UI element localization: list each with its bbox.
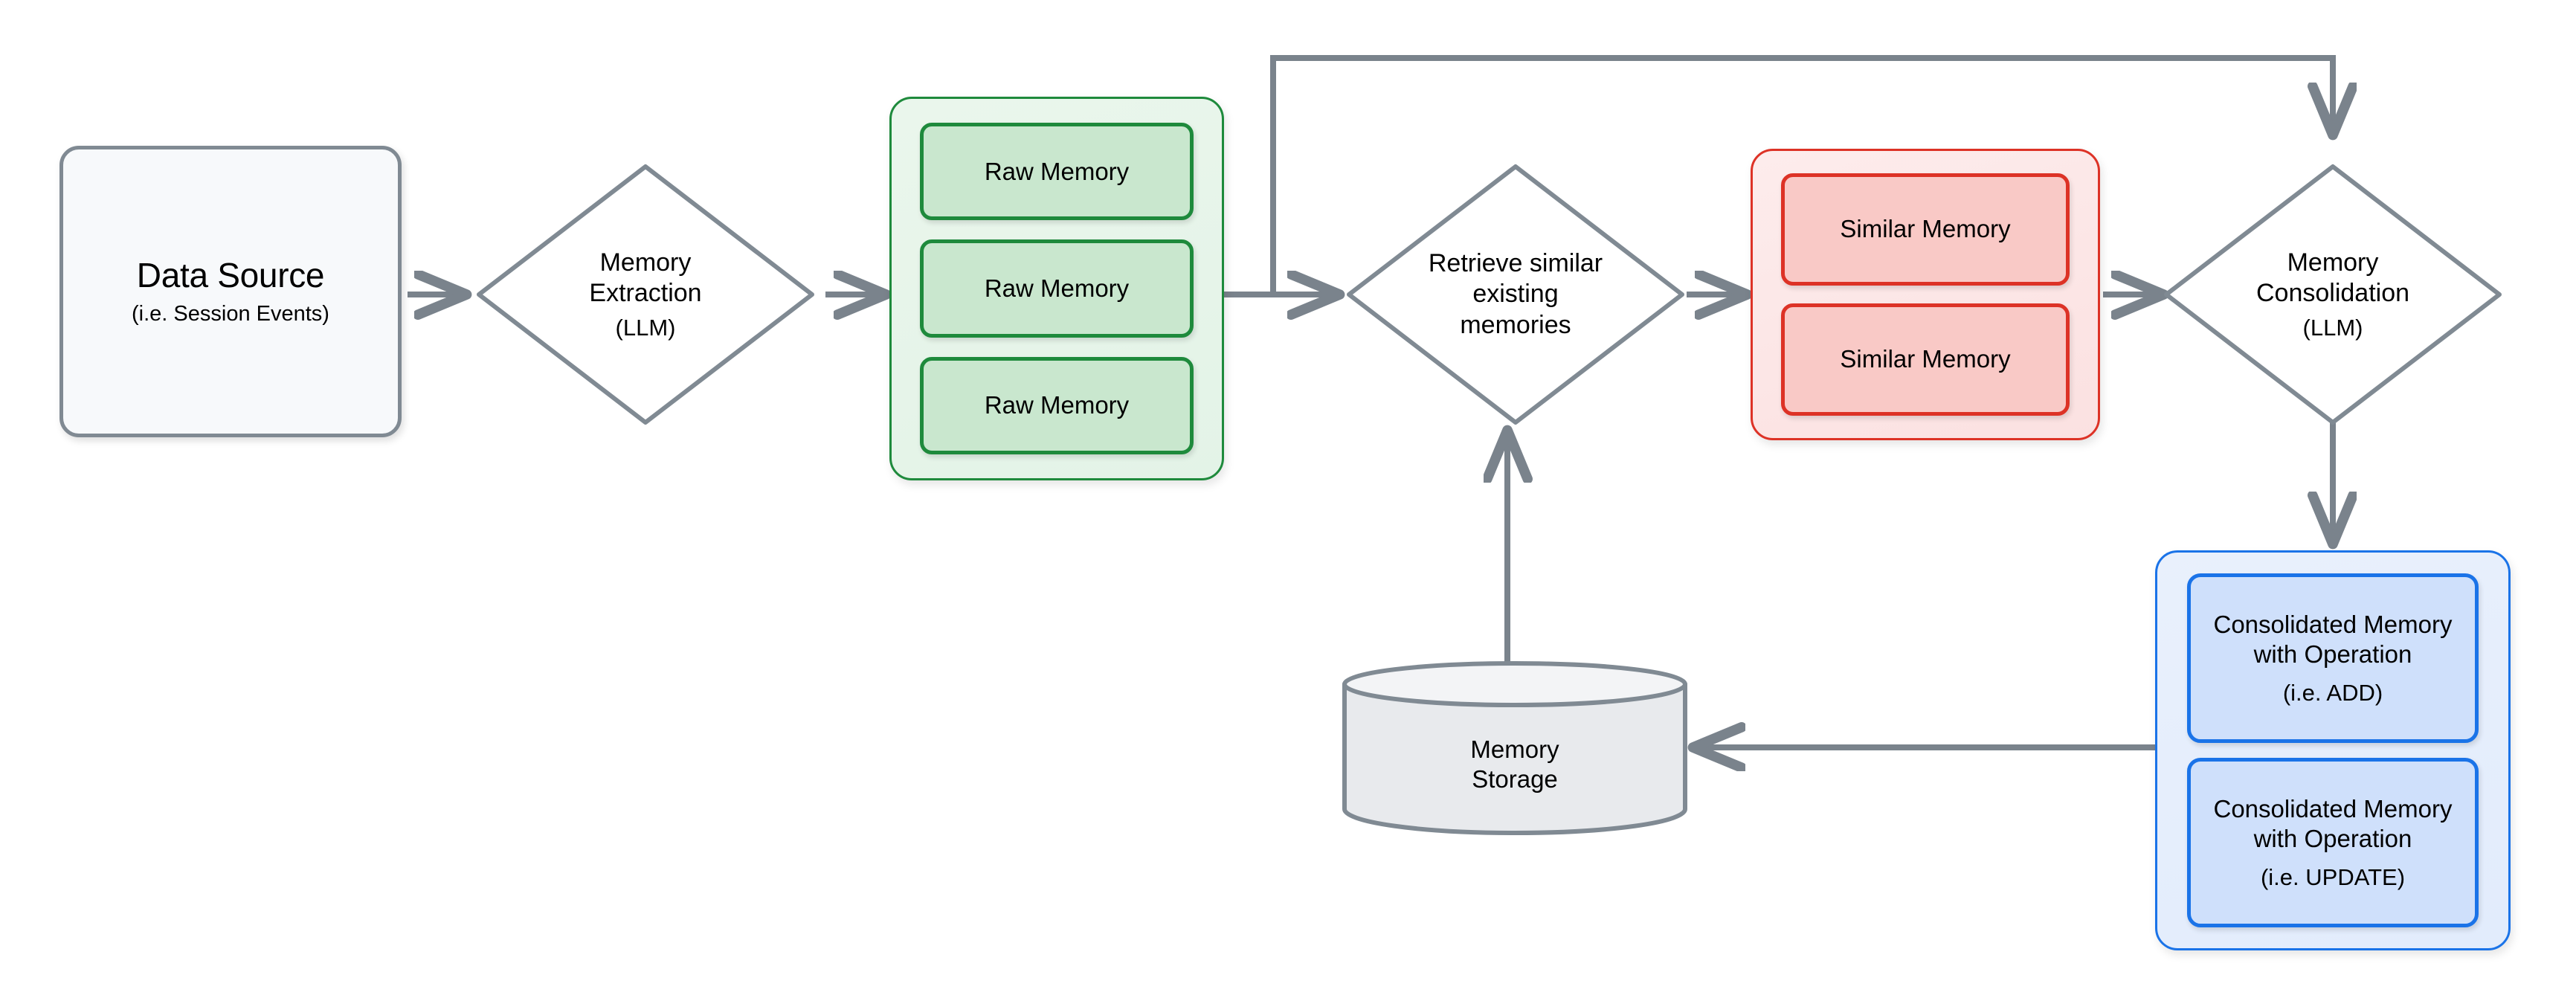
chip-consolidated-memory-update[interactable]: Consolidated Memory with Operation (i.e.… — [2187, 758, 2479, 927]
raw-memory-label: Raw Memory — [984, 274, 1130, 302]
node-memory-consolidation[interactable]: Memory Consolidation (LLM) — [2160, 161, 2505, 428]
similar-memory-label: Similar Memory — [1840, 345, 2011, 373]
group-similar-memory: Similar Memory Similar Memory — [1751, 149, 2100, 440]
similar-memory-label: Similar Memory — [1840, 215, 2011, 243]
data-source-subtitle: (i.e. Session Events) — [132, 301, 329, 326]
consolidated-memory-operation: (i.e. UPDATE) — [2260, 864, 2406, 891]
chip-raw-memory[interactable]: Raw Memory — [920, 123, 1194, 221]
raw-memory-label: Raw Memory — [984, 391, 1130, 419]
consolidated-memory-operation: (i.e. ADD) — [2282, 680, 2383, 707]
node-memory-extraction[interactable]: Memory Extraction (LLM) — [473, 161, 818, 428]
raw-memory-label: Raw Memory — [984, 157, 1130, 185]
consolidated-memory-label: Consolidated Memory with Operation — [2213, 794, 2453, 852]
consolidated-memory-label: Consolidated Memory with Operation — [2213, 610, 2453, 668]
memory-extraction-shape — [477, 164, 814, 425]
chip-raw-memory[interactable]: Raw Memory — [920, 356, 1194, 454]
data-source-title: Data Source — [136, 256, 325, 295]
chip-similar-memory[interactable]: Similar Memory — [1781, 173, 2070, 286]
memory-consolidation-shape — [2164, 164, 2502, 425]
node-data-source[interactable]: Data Source (i.e. Session Events) — [59, 146, 402, 437]
chip-similar-memory[interactable]: Similar Memory — [1781, 303, 2070, 416]
group-consolidated-memory: Consolidated Memory with Operation (i.e.… — [2155, 550, 2511, 950]
retrieve-similar-shape — [1347, 164, 1684, 425]
group-raw-memory: Raw Memory Raw Memory Raw Memory — [889, 97, 1224, 480]
memory-storage-cylinder-shape — [1342, 661, 1687, 835]
chip-consolidated-memory-add[interactable]: Consolidated Memory with Operation (i.e.… — [2187, 573, 2479, 743]
node-memory-storage[interactable]: Memory Storage — [1340, 660, 1690, 835]
node-retrieve-similar-memories[interactable]: Retrieve similar existing memories — [1343, 161, 1688, 428]
chip-raw-memory[interactable]: Raw Memory — [920, 239, 1194, 338]
